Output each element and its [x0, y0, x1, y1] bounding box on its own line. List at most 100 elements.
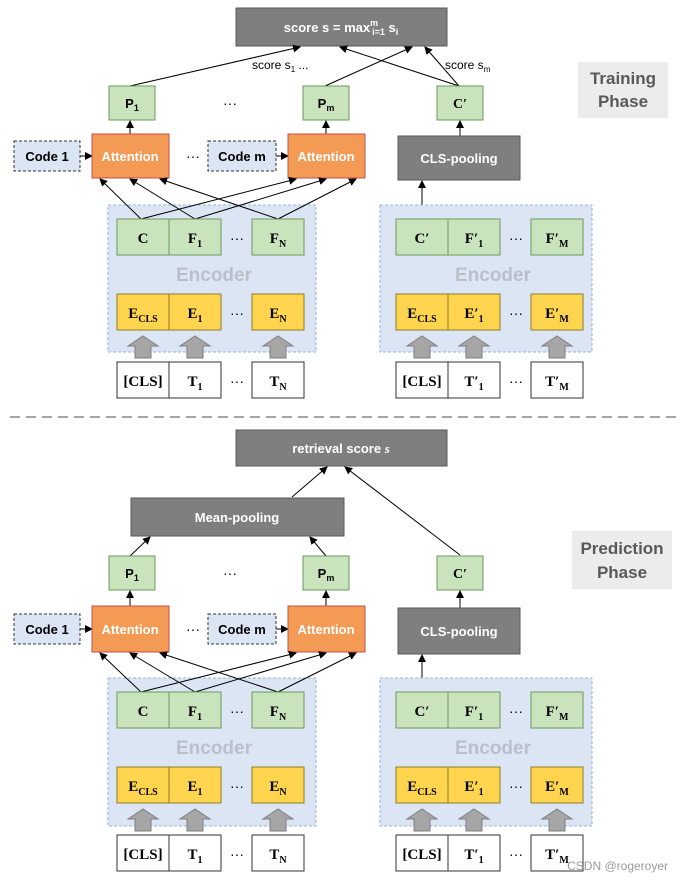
prediction-p1-box: [108, 555, 156, 591]
prediction-attention-1-label: Attention: [101, 622, 158, 637]
train-right-emb-cell-0: [395, 293, 449, 331]
training-p1-label: P1: [125, 96, 139, 113]
pred-left-emb-cell-0: [116, 766, 170, 804]
pred-left-out-cell-2: [251, 691, 305, 729]
prediction-arrow-c-score: [344, 466, 461, 556]
train-right-emb-label-1: E′1: [464, 306, 483, 325]
pred-right-tok-label-1: T′1: [464, 847, 483, 866]
train-right-out-cell-2: [530, 218, 584, 256]
training-arrow-c-score-2: [424, 46, 460, 87]
training-codem-label: Code m: [218, 149, 266, 164]
training-attention-inputs: [99, 176, 357, 220]
prediction-arrow-pm-mean: [309, 536, 327, 557]
train-right-tok-dots: ···: [509, 373, 523, 389]
pred-right-emb-dots: ···: [509, 778, 523, 794]
train-left-encoder-label: Encoder: [176, 265, 253, 286]
train-left-emb-label-0: ECLS: [128, 306, 158, 325]
train-right-tok-label-1: T′1: [464, 374, 483, 393]
pred-right-tok-label-2: T′M: [545, 847, 569, 866]
prediction-score-label: retrieval score s: [292, 441, 390, 456]
pred-left-up-arrow-2: [261, 808, 295, 832]
training-attention-1: [91, 133, 170, 179]
train-right-tok-cell-1: [447, 361, 501, 399]
pred-right-up-arrow-2: [540, 808, 574, 832]
pred-left-emb-label-1: E1: [187, 779, 202, 798]
train-right-out-label-0: C′: [414, 231, 429, 247]
train-right-emb-label-2: E′M: [545, 306, 569, 325]
prediction-codem-label: Code m: [218, 622, 266, 637]
training-pm-box: [302, 85, 350, 121]
prediction-p-dots: ···: [223, 565, 237, 581]
training-att-dots: ···: [186, 148, 200, 164]
pred-right-tok-cell-1: [447, 834, 501, 872]
prediction-code1-label: Code 1: [25, 622, 68, 637]
pred-left-out-label-1: F1: [188, 704, 202, 723]
train-left-out-cell-0: [116, 218, 170, 256]
training-p1-box: [108, 85, 156, 121]
train-right-out-dots: ···: [509, 230, 523, 246]
training-codem-box: [207, 140, 277, 172]
pred-left-up-arrow-1: [178, 808, 212, 832]
train-right-tok-cell-0: [395, 361, 449, 399]
train-right-tok-label-2: T′M: [545, 374, 569, 393]
prediction-score-box: [235, 429, 448, 467]
train-left-out-cell-1: [168, 218, 222, 256]
pred-left-tok-cell-2: [251, 834, 305, 872]
train-left-tok-cell-1: [168, 361, 222, 399]
train-left-out-cell-2: [251, 218, 305, 256]
pred-left-tok-label-0: [CLS]: [123, 847, 162, 863]
pred-left-emb-cell-2: [251, 766, 305, 804]
prediction-c-prime-box: [436, 555, 484, 591]
train-left-tok-label-1: T1: [187, 374, 202, 393]
train-left-emb-label-1: E1: [187, 306, 202, 325]
prediction-phase-line1: Prediction: [580, 539, 663, 558]
pred-right-tok-cell-2: [530, 834, 584, 872]
train-left-out-dots: ···: [230, 230, 244, 246]
pred-right-up-arrow-1: [457, 808, 491, 832]
pred-left-tok-label-1: T1: [187, 847, 202, 866]
prediction-pm-label: Pm: [318, 566, 335, 583]
prediction-arrow-p1-mean: [129, 536, 151, 557]
prediction-p1-label: P1: [125, 566, 139, 583]
prediction-phase-badge: [572, 531, 672, 589]
pred-right-encoder-label: Encoder: [455, 738, 532, 759]
prediction-c-prime-label: C′: [453, 567, 467, 582]
train-left-emb-label-2: EN: [269, 306, 287, 325]
training-c-prime-label: C′: [453, 97, 467, 112]
pred-left-emb-label-0: ECLS: [128, 779, 158, 798]
train-right-encoder-label: Encoder: [455, 265, 532, 286]
prediction-attention-1: [91, 605, 170, 653]
train-left-out-label-0: C: [138, 231, 149, 247]
train-right-out-label-1: F′1: [465, 231, 483, 250]
train-right-emb-cell-1: [447, 293, 501, 331]
pred-right-up-arrow-0: [405, 808, 439, 832]
train-left-tok-label-0: [CLS]: [123, 374, 162, 390]
train-right-up-arrow-2: [540, 335, 574, 359]
pred-right-tok-dots: ···: [509, 846, 523, 862]
train-left-out-label-1: F1: [188, 231, 202, 250]
pred-left-tok-dots: ···: [230, 846, 244, 862]
train-right-emb-cell-2: [530, 293, 584, 331]
train-left-tok-label-2: TN: [269, 374, 287, 393]
pred-left-out-cell-1: [168, 691, 222, 729]
pred-right-emb-cell-2: [530, 766, 584, 804]
train-left-up-arrow-0: [126, 335, 160, 359]
training-score-sm-label: score sm: [445, 58, 491, 74]
pred-left-encoder-label: Encoder: [176, 738, 253, 759]
train-right-tok-cell-2: [530, 361, 584, 399]
training-phase-line2: Phase: [598, 92, 648, 111]
prediction-attention-m: [287, 605, 366, 653]
train-left-emb-cell-2: [251, 293, 305, 331]
pred-left-out-label-0: C: [138, 704, 149, 720]
training-attention-m-label: Attention: [297, 149, 354, 164]
pred-right-out-cell-1: [447, 691, 501, 729]
pred-right-tok-cell-0: [395, 834, 449, 872]
pred-left-tok-cell-1: [168, 834, 222, 872]
pred-left-tok-label-2: TN: [269, 847, 287, 866]
training-pm-label: Pm: [318, 96, 335, 113]
train-left-tok-cell-2: [251, 361, 305, 399]
training-phase-line1: Training: [590, 69, 656, 88]
pred-right-emb-cell-1: [447, 766, 501, 804]
